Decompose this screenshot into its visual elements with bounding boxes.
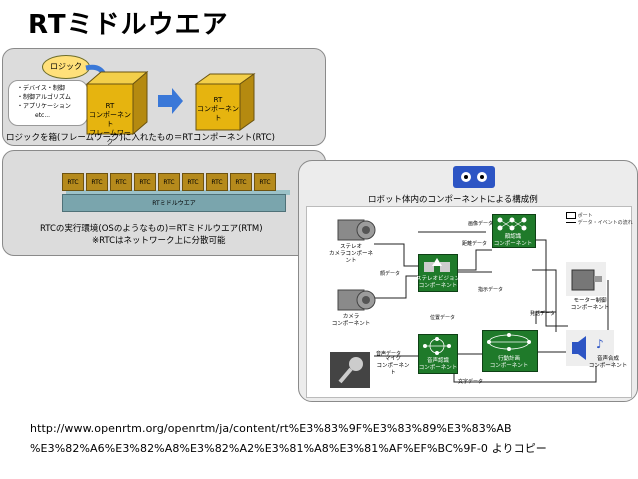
rtm-note: ※RTCはネットワーク上に分散可能 [92,236,226,246]
network-graph-icon [423,337,451,355]
rtc-block: RTC [62,173,84,191]
stereo-vision-label: ステレオビジョンコンポーネント [415,276,460,289]
speech-recognition-label: 音声認識コンポーネント [418,358,458,371]
camera-label: カメラコンポーネント [331,314,371,327]
state-graph-icon [487,333,531,351]
logic-example: ・制御アルゴリズム [17,94,71,101]
rtc-block: RTC [86,173,108,191]
connector-lines [374,231,609,383]
rtc-block: RTC [254,173,276,191]
mic-label: マイクコンポーネント [376,356,410,376]
rtm-bar: RTミドルウエア [62,194,286,212]
rt-component-label: RT コンポーネント [197,96,239,122]
framework-label: RT コンポーネント フレームワーク [89,102,131,146]
face-recognition-label: 顔認識コンポーネント [493,234,533,247]
neural-net-icon [497,217,527,231]
robot-example-title: ロボット体内のコンポーネントによる構成例 [368,195,538,205]
source-url-line: %E3%82%A6%E3%82%A8%E3%82%A2%E3%81%A8%E3%… [30,442,547,455]
rtc-block: RTC [206,173,228,191]
framework-box-icon [85,70,149,136]
page-title: RTミドルウエア [28,10,229,40]
flow-label: 文字データ [458,379,484,385]
rt-component-box-icon [194,73,256,131]
rtc-block: RTC [158,173,180,191]
rtc-block: RTC [182,173,204,191]
logic-bubble: ロジック [42,55,90,79]
stereo-vision-icon [424,258,450,272]
flow-label: 顔データ [380,271,401,277]
legend-flow: データ・イベントの流れ [577,220,633,226]
flow-label: 距離データ [462,241,488,247]
logic-examples-list: ・デバイス・制御 ・制御アルゴリズム ・アプリケーション etc... [8,80,88,126]
speaker-label: 音声合成コンポーネント [588,356,628,369]
robot-head-icon [453,166,495,188]
flow-label: 位置データ [430,315,456,321]
motor-icon [566,262,606,296]
stereo-camera-label: ステレオカメラコンポーネント [328,244,373,264]
camera-icon [337,289,376,311]
source-url: http://www.openrtm.org/openrtm/ja/conten… [30,419,547,459]
planner-component [482,330,538,372]
stereo-camera-icon [337,219,376,241]
arrow-right-icon [158,88,183,114]
rtc-caption: ロジックを箱(フレームワーク)に入れたもの＝RTコンポーネント(RTC) [6,133,275,143]
planner-label: 行動計画コンポーネント [489,356,529,369]
rtm-bar-top [66,190,290,195]
legend: ポート データ・イベントの流れ [566,212,633,226]
logic-example: ・アプリケーション [17,103,71,110]
legend-port: ポート [577,213,593,219]
rtc-block: RTC [134,173,156,191]
speaker-icon: ♪ [566,330,614,366]
rtm-caption: RTCの実行環境(OSのようなもの)＝RTミドルウエア(RTM) [40,224,263,234]
rtc-block: RTC [230,173,252,191]
flow-label: 画像データ [468,221,494,227]
logic-example: etc... [35,112,51,119]
flow-label: 音声データ [376,351,402,357]
flow-label: 発話データ [530,311,556,317]
logic-example: ・デバイス・制御 [17,85,65,92]
microphone-icon [330,352,370,388]
source-url-line: http://www.openrtm.org/openrtm/ja/conten… [30,422,512,435]
rtc-block: RTC [110,173,132,191]
motor-label: モーター制御コンポーネント [570,298,610,311]
svg-text:♪: ♪ [596,337,604,351]
flow-label: 指示データ [478,287,504,293]
